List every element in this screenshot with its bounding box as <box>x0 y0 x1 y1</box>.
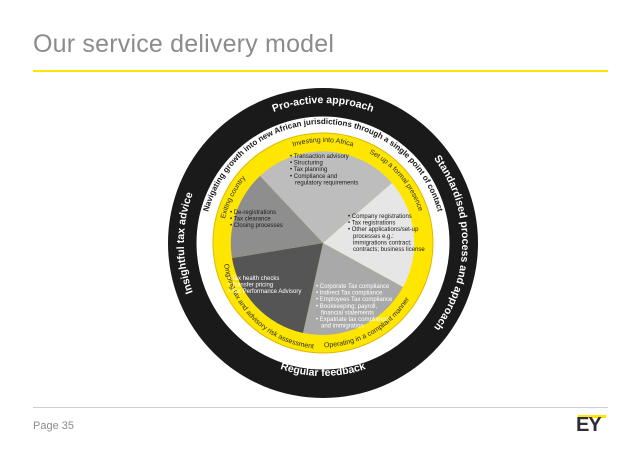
segment-exiting <box>230 176 323 258</box>
band-label-investing: Investing into Africa <box>292 137 355 148</box>
bullet-operating-6: and immigration <box>321 324 364 330</box>
bullets-risk: • Tax health checks• Transfer pricing• T… <box>228 276 301 295</box>
bullet-operating-3: • Bookkeeping; payroll, <box>316 304 377 310</box>
segment-risk <box>232 243 323 333</box>
footer-divider <box>33 407 608 408</box>
segment-operating <box>303 243 403 336</box>
segment-setup <box>323 183 415 287</box>
bullets-operating: • Corporate Tax compliance• Indirect Tax… <box>316 284 393 330</box>
bullet-operating-0: • Corporate Tax compliance <box>316 284 390 290</box>
title-underline <box>33 70 608 72</box>
bullets-exiting: • De-registrations• Tax clearance• Closi… <box>230 210 283 229</box>
bullet-risk-0: • Tax health checks <box>228 276 279 282</box>
bullet-setup-2: • Other applications/set-up <box>348 227 419 233</box>
bullet-setup-1: • Tax registrations <box>348 221 395 227</box>
bullet-exiting-2: • Closing processes <box>230 223 283 229</box>
bullet-investing-2: • Tax planning <box>290 167 327 173</box>
slide-title: Our service delivery model <box>33 30 335 58</box>
bullet-operating-4: financial statements <box>321 310 374 316</box>
bullet-operating-2: • Employees Tax compliance <box>316 297 393 303</box>
bullet-investing-3: • Compliance and <box>290 174 337 180</box>
bullet-setup-5: contracts; business license <box>353 247 425 253</box>
page-number: Page 35 <box>33 420 74 432</box>
bullet-setup-3: processes e.g.: <box>353 234 394 240</box>
bullet-investing-4: regulatory requirements <box>295 180 358 186</box>
bullet-operating-1: • Indirect Tax compliance <box>316 291 383 297</box>
bullet-setup-4: immigrations contract; <box>353 240 412 246</box>
bullets-investing: • Transaction advisory• Structuring• Tax… <box>290 154 358 186</box>
logo-accent-bar <box>578 415 606 418</box>
ey-logo: EY <box>576 414 602 436</box>
bullets-setup: • Company registrations• Tax registratio… <box>348 214 425 253</box>
middle-ring-border <box>195 115 451 371</box>
bullet-exiting-0: • De-registrations <box>230 210 276 216</box>
bullet-risk-1: • Transfer pricing <box>228 283 273 289</box>
bullet-investing-0: • Transaction advisory <box>290 154 349 160</box>
bullet-setup-0: • Company registrations <box>348 214 412 220</box>
segment-investing <box>260 151 392 243</box>
bullet-risk-2: • Tax Performance Advisory <box>228 289 301 295</box>
bullet-investing-1: • Structuring <box>290 161 323 167</box>
bullet-operating-5: • Expatriate tax compliance <box>316 317 389 323</box>
bullet-exiting-1: • Tax clearance <box>230 217 271 223</box>
